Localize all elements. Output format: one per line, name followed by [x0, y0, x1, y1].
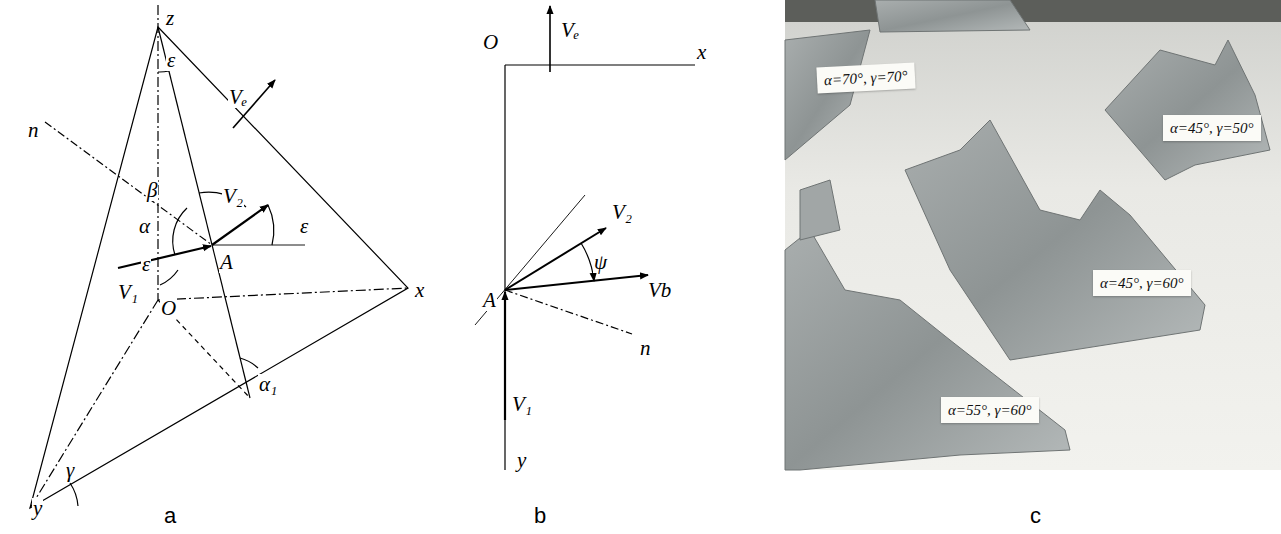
symbol-label: Vb [647, 280, 672, 301]
symbol-label: O [482, 32, 499, 53]
symbol-label: ε [141, 254, 151, 275]
tag-text: α=55°, γ=60° [948, 402, 1032, 418]
symbol-label: Vₑ [228, 87, 248, 108]
paper-tag: α=45°, γ=50° [1163, 115, 1261, 141]
paper-tag: α=55°, γ=60° [941, 397, 1039, 423]
panel-caption: c [1029, 505, 1042, 527]
paper-tag: α=45°, γ=60° [1093, 270, 1191, 296]
panel-caption: a [163, 505, 177, 527]
symbol-label: A [219, 252, 234, 273]
symbol-label: V₁ [511, 394, 533, 415]
symbol-label: ε [299, 216, 309, 237]
symbol-label: V₂ [222, 186, 244, 207]
symbol-label: β [146, 180, 158, 201]
symbol-label: α₁ [258, 374, 278, 395]
symbol-label: V₂ [611, 202, 633, 223]
symbol-label: A [482, 290, 497, 311]
symbol-label: γ [65, 460, 75, 481]
panel-caption: b [533, 505, 547, 527]
symbol-label: α [138, 216, 151, 237]
symbol-label: V₁ [117, 282, 139, 303]
symbol-label: z [165, 8, 175, 29]
symbol-label: y [32, 498, 43, 519]
symbol-label: n [639, 338, 652, 359]
symbol-label: x [414, 280, 425, 301]
tag-text: α=45°, γ=60° [1100, 275, 1184, 291]
paper-tag: α=70°, γ=70° [816, 62, 915, 93]
symbol-label: ψ [593, 252, 608, 273]
symbol-label: x [696, 42, 707, 63]
symbol-label: Vₑ [560, 20, 580, 41]
symbol-label: ε [166, 50, 176, 71]
symbol-label: n [27, 120, 40, 141]
symbol-label: O [160, 298, 177, 319]
symbol-label: y [516, 450, 527, 471]
tag-text: α=70°, γ=70° [824, 68, 908, 88]
tag-text: α=45°, γ=50° [1170, 120, 1254, 136]
